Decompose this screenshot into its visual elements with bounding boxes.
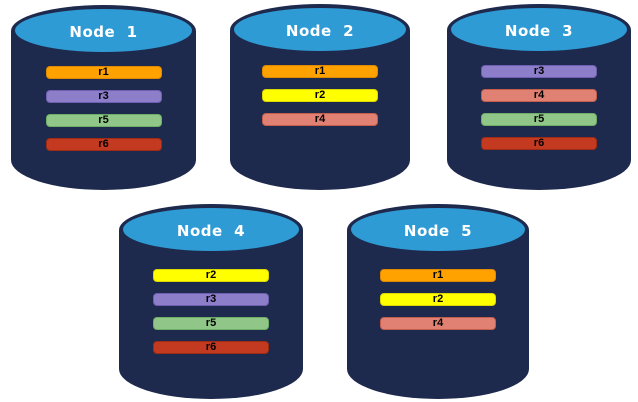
replica-bar-r3: r3 — [45, 90, 162, 103]
node-5-replica-list: r1 r2 r4 — [347, 269, 529, 330]
node-2-cylinder-top: Node 2 — [232, 6, 408, 53]
node-5: Node 5 r1 r2 r4 — [347, 204, 529, 399]
node-3-title: Node 3 — [504, 21, 574, 40]
node-5-cylinder-top: Node 5 — [349, 206, 527, 253]
replica-bar-r2: r2 — [262, 89, 378, 102]
replica-bar-r2: r2 — [380, 293, 496, 306]
replica-bar-r6: r6 — [153, 341, 269, 354]
node-4-cylinder-top: Node 4 — [121, 206, 301, 253]
node-5-title: Node 5 — [403, 221, 473, 240]
replica-bar-r6: r6 — [45, 138, 162, 151]
node-3: Node 3 r3 r4 r5 r6 — [447, 4, 631, 190]
node-4-title: Node 4 — [176, 221, 246, 240]
replica-bar-r5: r5 — [153, 317, 269, 330]
node-1-cylinder-top: Node 1 — [13, 7, 194, 54]
replica-bar-r1: r1 — [380, 269, 496, 282]
replica-bar-r4: r4 — [481, 89, 597, 102]
replica-bar-r1: r1 — [262, 65, 378, 78]
replica-bar-r4: r4 — [262, 113, 378, 126]
replica-bar-r3: r3 — [153, 293, 269, 306]
node-4: Node 4 r2 r3 r5 r6 — [119, 204, 303, 399]
node-1-title: Node 1 — [69, 22, 138, 41]
replica-bar-r5: r5 — [45, 114, 162, 127]
replica-bar-r5: r5 — [481, 113, 597, 126]
replica-bar-r4: r4 — [380, 317, 496, 330]
node-3-replica-list: r3 r4 r5 r6 — [447, 65, 631, 150]
replica-bar-r1: r1 — [45, 66, 162, 79]
node-4-replica-list: r2 r3 r5 r6 — [119, 269, 303, 354]
node-2-replica-list: r1 r2 r4 — [230, 65, 410, 126]
node-3-cylinder-top: Node 3 — [449, 6, 629, 53]
replica-bar-r6: r6 — [481, 137, 597, 150]
replica-bar-r3: r3 — [481, 65, 597, 78]
node-1-replica-list: r1 r3 r5 r6 — [11, 66, 196, 151]
node-1: Node 1 r1 r3 r5 r6 — [11, 5, 196, 190]
node-2: Node 2 r1 r2 r4 — [230, 4, 410, 190]
node-2-title: Node 2 — [285, 21, 355, 40]
replica-bar-r2: r2 — [153, 269, 269, 282]
